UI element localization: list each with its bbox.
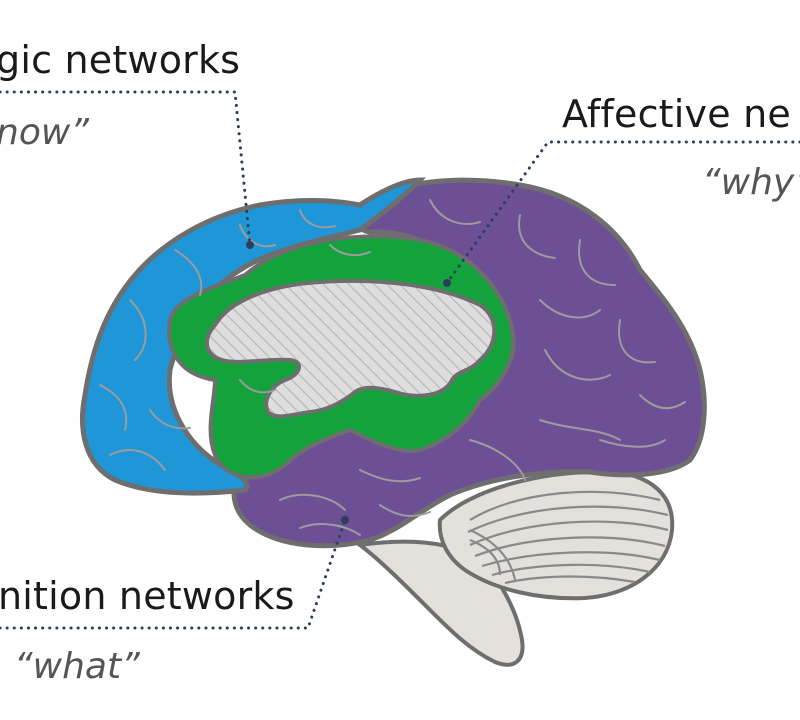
leader-strategic (0, 90, 252, 247)
leader-lines (0, 90, 800, 630)
recognition-networks-title: nition networks (0, 574, 295, 618)
recognition-networks-subtitle: “what” (14, 646, 140, 687)
leader-dot-affective (443, 279, 451, 287)
cerebellum-folia (467, 490, 669, 585)
strategic-region (80, 177, 427, 496)
leader-affective (445, 140, 800, 285)
strategic-networks-title: gic networks (0, 38, 241, 82)
leader-recognition (0, 518, 347, 630)
gyri-lines (99, 199, 686, 536)
leader-dot-strategic (246, 241, 254, 249)
strategic-networks-subtitle: now” (0, 112, 89, 153)
affective-networks-subtitle: “why” (702, 162, 800, 203)
affective-networks-title: Affective ne (562, 92, 791, 136)
leader-dot-recognition (341, 516, 349, 524)
ventricle-hatched (205, 278, 497, 419)
